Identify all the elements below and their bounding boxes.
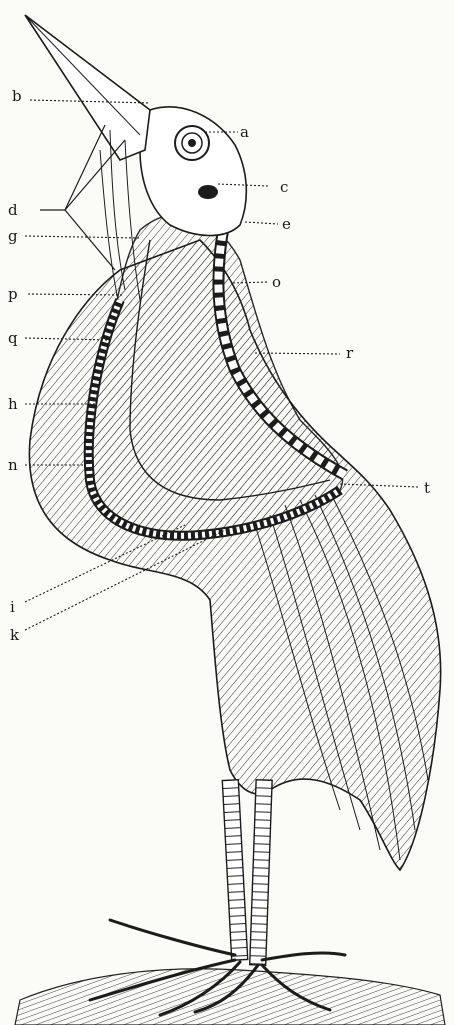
label-i: i [10,600,15,615]
label-d: d [8,203,18,218]
label-k: k [10,628,19,643]
label-t: t [424,481,430,496]
label-r: r [346,346,353,361]
legs [222,780,272,966]
label-e: e [282,217,291,232]
label-p: p [8,287,18,302]
beak [25,15,150,160]
label-g: g [8,229,18,244]
label-c: c [280,180,288,195]
ground [15,969,445,1025]
label-q: q [8,331,18,346]
label-o: o [272,275,281,290]
label-a: a [240,125,249,140]
label-b: b [12,89,22,104]
ear-opening [198,185,218,199]
label-n: n [8,458,18,473]
label-h: h [8,397,18,412]
